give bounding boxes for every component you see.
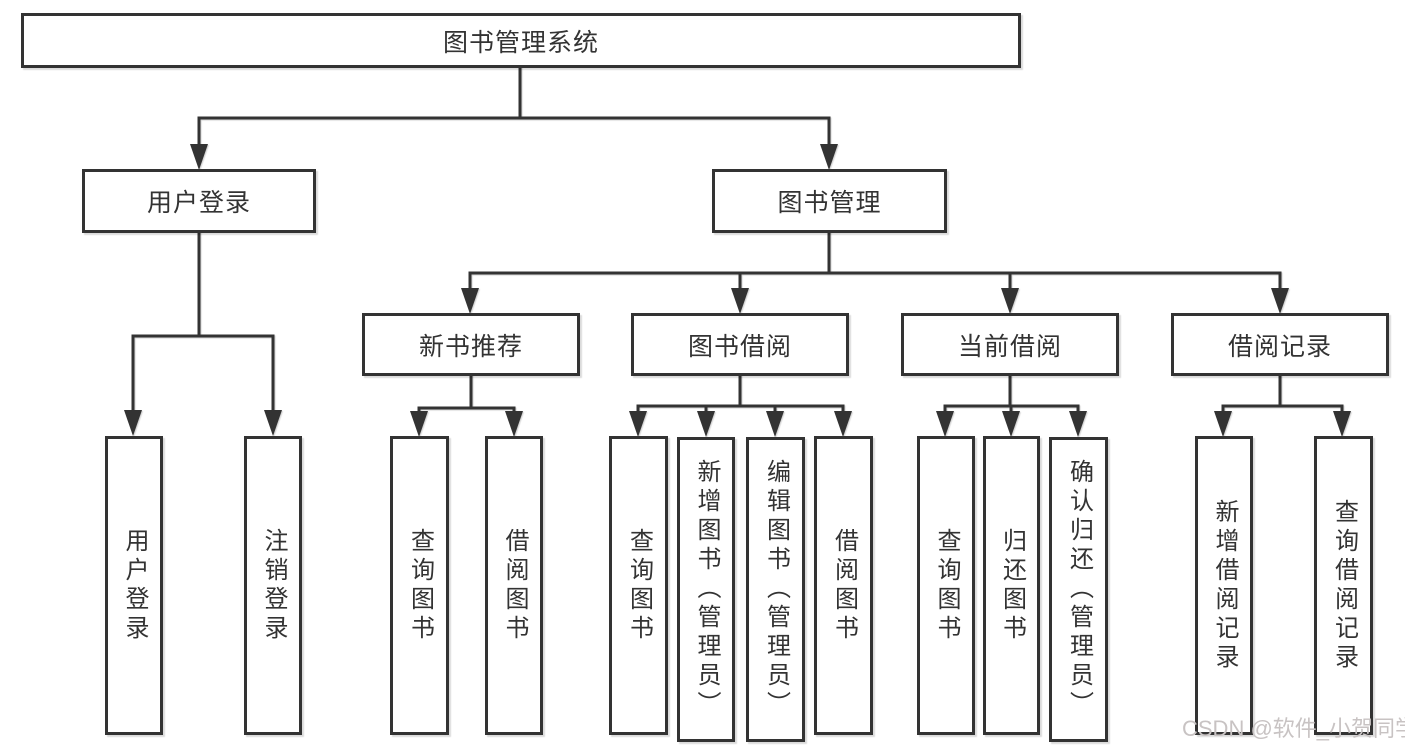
leaf-borrow-books-recommend: 借阅图书 xyxy=(485,436,543,735)
leaf-query-books-current: 查询图书 xyxy=(917,436,975,735)
leaf-add-borrow-record: 新增借阅记录 xyxy=(1195,436,1253,735)
leaf-return-book: 归还图书 xyxy=(983,436,1040,735)
leaf-add-book-admin: 新增图书（管理员） xyxy=(677,437,735,742)
leaf-confirm-return-admin: 确认归还（管理员） xyxy=(1049,437,1108,742)
node-root: 图书管理系统 xyxy=(21,13,1021,68)
node-user-login: 用户登录 xyxy=(82,169,316,233)
leaf-query-borrow-record: 查询借阅记录 xyxy=(1314,436,1373,735)
node-book-management: 图书管理 xyxy=(712,169,947,233)
node-book-borrowing: 图书借阅 xyxy=(631,313,849,376)
leaf-user-login: 用户登录 xyxy=(105,436,163,735)
node-borrowing-records: 借阅记录 xyxy=(1171,313,1389,376)
leaf-query-books-recommend: 查询图书 xyxy=(390,436,449,735)
node-current-borrowing: 当前借阅 xyxy=(901,313,1119,376)
leaf-edit-book-admin: 编辑图书（管理员） xyxy=(746,437,805,742)
node-new-book-recommend: 新书推荐 xyxy=(362,313,580,376)
leaf-borrow-books-borrowing: 借阅图书 xyxy=(814,436,873,735)
leaf-query-books-borrowing: 查询图书 xyxy=(609,436,668,735)
csdn-watermark: CSDN @软件_小贺同学 xyxy=(1182,716,1405,741)
leaf-logout: 注销登录 xyxy=(244,436,302,735)
